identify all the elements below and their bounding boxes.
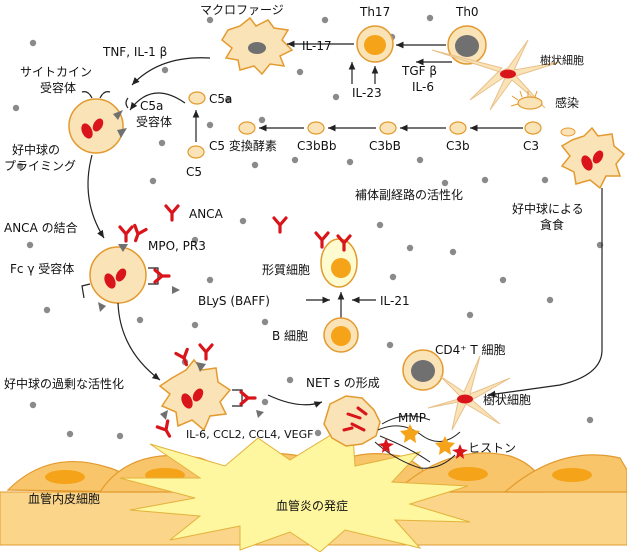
label-mmp: MMP: [398, 411, 426, 425]
label-mpo-pr3: MPO, PR3: [148, 239, 206, 253]
label-blys: BLyS (BAFF): [198, 294, 270, 308]
neutrophil-anca-bound: [81, 223, 180, 312]
label-excess-activation: 好中球の過剰な活性化: [4, 376, 124, 391]
label-c3bbb: C3bBb: [297, 139, 336, 153]
label-vasculitis: 血管炎の発症: [276, 498, 348, 513]
label-dendritic-cell-bottom: 樹状細胞: [483, 393, 531, 407]
label-c5-convertase: C5 変換酵素: [209, 138, 277, 153]
label-macrophage: マクロファージ: [200, 3, 284, 17]
label-neutrophil-priming-2: プライミング: [4, 159, 76, 173]
label-c5a-receptor: 受容体: [136, 114, 172, 129]
phagocytosis-neutrophil: [560, 126, 626, 190]
label-cd4-t-cell: CD4⁺ T 細胞: [435, 343, 506, 357]
bacterium-icon: [510, 90, 543, 110]
label-infection: 感染: [555, 95, 579, 110]
dendritic-cell-bottom: [427, 355, 511, 431]
label-th0: Th0: [455, 5, 479, 19]
label-plasma-cell: 形質細胞: [262, 262, 310, 277]
complement-c5a: [188, 91, 206, 105]
label-histone: ヒストン: [468, 441, 516, 455]
th0-cell: [447, 25, 487, 65]
label-tnf-il1b: TNF, IL-1 β: [102, 45, 167, 59]
label-anca-binding: ANCA の結合: [4, 220, 78, 235]
label-il21: IL-21: [380, 294, 410, 308]
label-dendritic-cell-top: 樹状細胞: [540, 53, 584, 67]
label-c3: C3: [523, 139, 539, 153]
label-c5: C5: [186, 165, 202, 179]
cytokine-dots: [12, 14, 604, 440]
b-cell: [323, 317, 359, 353]
neutrophil-priming: [68, 91, 127, 154]
label-th17: Th17: [359, 5, 390, 19]
label-c3b: C3b: [446, 139, 470, 153]
label-cytokines: IL-6, CCL2, CCL4, VEGF: [186, 428, 313, 441]
label-neutrophil-priming-1: 好中球の: [12, 142, 60, 157]
neutrophil-activated: [155, 343, 264, 441]
label-fc-receptor: Fc γ 受容体: [10, 261, 74, 276]
macrophage: [221, 16, 294, 76]
plasma-cell: [314, 231, 358, 288]
cd4-t-cell: [402, 349, 444, 391]
label-il23: IL-23: [352, 86, 382, 100]
label-c5a-1: C5a: [140, 99, 163, 113]
label-c3bb: C3bB: [369, 139, 401, 153]
label-il6: IL-6: [412, 80, 434, 94]
label-phagocytosis-1: 好中球による: [512, 201, 584, 216]
label-anca: ANCA: [189, 207, 224, 221]
nets-cell: [323, 395, 468, 469]
label-cytokine-receptor-1: サイトカイン受容体: [20, 65, 92, 95]
label-b-cell: B 細胞: [272, 329, 308, 343]
label-phagocytosis-2: 貪食: [540, 217, 564, 232]
th17-cell: [356, 25, 394, 63]
label-endothelial: 血管内皮細胞: [28, 491, 100, 506]
label-c5a-2: C5a: [209, 92, 232, 106]
label-il17: IL-17: [302, 39, 332, 53]
label-nets: NET s の形成: [306, 376, 380, 390]
complement-cascade: [187, 121, 542, 159]
label-tgfb: TGF β: [401, 64, 437, 78]
label-alt-pathway: 補体副経路の活性化: [355, 187, 463, 202]
